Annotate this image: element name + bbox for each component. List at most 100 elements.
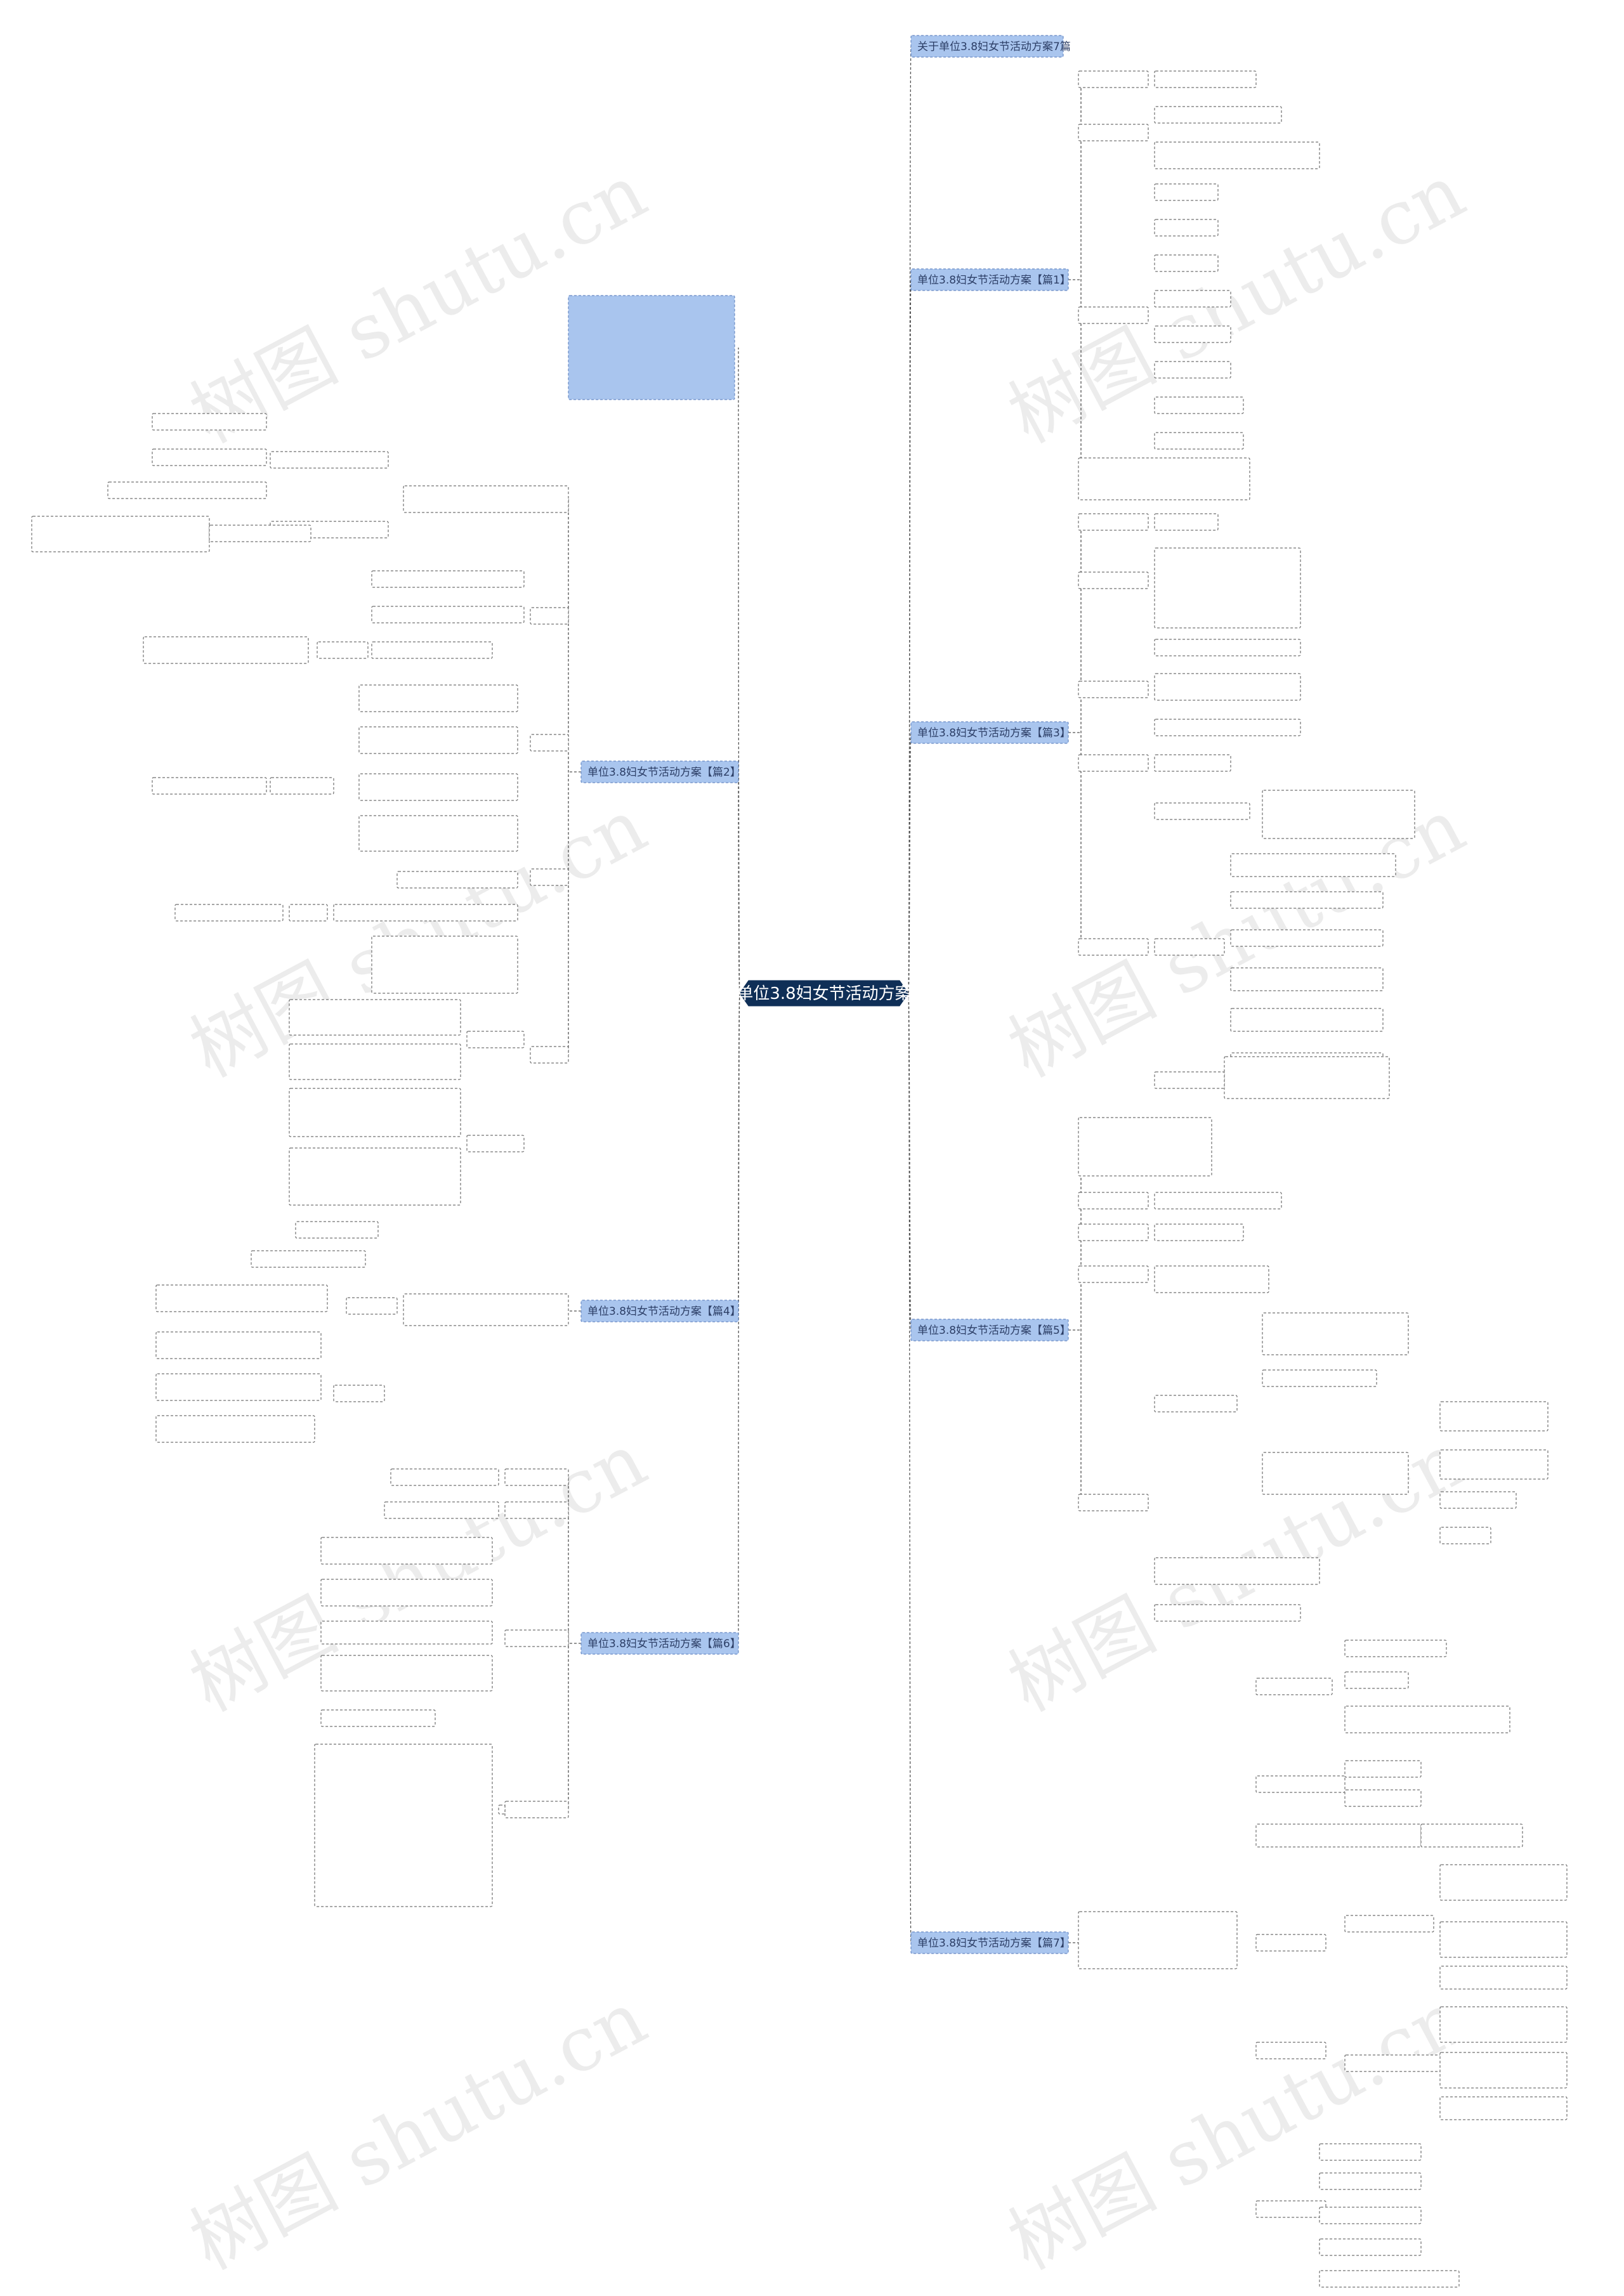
leaf-node[interactable]: [1255, 1934, 1326, 1952]
leaf-node[interactable]: [530, 868, 569, 886]
leaf-node[interactable]: [1344, 1671, 1409, 1689]
branch-node[interactable]: 单位3.8妇女节活动方案【篇2】: [580, 760, 741, 783]
leaf-node[interactable]: [320, 1621, 493, 1645]
leaf-node[interactable]: [320, 1655, 493, 1692]
leaf-node[interactable]: [1439, 1449, 1549, 1480]
leaf-node[interactable]: [289, 999, 461, 1036]
leaf-node[interactable]: [1154, 802, 1250, 820]
leaf-node[interactable]: [1154, 1557, 1320, 1585]
leaf-node[interactable]: [1154, 219, 1219, 237]
leaf-node[interactable]: [371, 606, 525, 623]
leaf-node[interactable]: [403, 485, 569, 513]
leaf-node[interactable]: [155, 1415, 315, 1443]
leaf-node[interactable]: [1154, 1604, 1301, 1622]
branch-node[interactable]: 关于单位3.8妇女节活动方案7篇: [910, 35, 1071, 58]
leaf-node[interactable]: [1230, 1008, 1384, 1032]
leaf-node[interactable]: [530, 1046, 569, 1064]
leaf-node[interactable]: [1230, 891, 1384, 909]
branch-node[interactable]: 单位3.8妇女节活动方案【篇1】: [910, 268, 1071, 291]
leaf-node[interactable]: [1154, 106, 1282, 124]
leaf-node[interactable]: [1154, 938, 1225, 956]
leaf-node[interactable]: [1078, 124, 1149, 141]
leaf-node[interactable]: [1344, 1706, 1510, 1733]
leaf-node[interactable]: [289, 1043, 461, 1080]
leaf-node[interactable]: [1439, 1966, 1568, 1990]
leaf-node[interactable]: [320, 1537, 493, 1565]
leaf-node[interactable]: [1439, 2006, 1568, 2043]
leaf-node[interactable]: [289, 1088, 461, 1137]
leaf-node[interactable]: [1078, 1494, 1149, 1511]
branch-node[interactable]: 单位3.8妇女节活动方案【篇4】: [580, 1300, 741, 1322]
leaf-node[interactable]: [143, 636, 309, 664]
leaf-node[interactable]: [1154, 70, 1257, 88]
leaf-node[interactable]: [358, 726, 518, 754]
leaf-node[interactable]: [1154, 673, 1301, 701]
leaf-node[interactable]: [504, 1801, 569, 1818]
leaf-node[interactable]: [1420, 1823, 1523, 1848]
leaf-node[interactable]: [1319, 2270, 1460, 2288]
branch-node[interactable]: 单位3.8妇女节活动方案【篇3】: [910, 721, 1071, 744]
leaf-node[interactable]: [358, 684, 518, 712]
leaf-node[interactable]: [1078, 938, 1149, 956]
leaf-node[interactable]: [155, 1284, 328, 1312]
leaf-node[interactable]: [466, 1031, 525, 1048]
leaf-node[interactable]: [174, 904, 284, 922]
leaf-node[interactable]: [371, 936, 518, 994]
leaf-node[interactable]: [1439, 2096, 1568, 2120]
leaf-node[interactable]: [530, 607, 569, 625]
leaf-node[interactable]: [295, 1221, 379, 1239]
leaf-node[interactable]: [1319, 2172, 1422, 2190]
leaf-node[interactable]: [504, 1629, 569, 1647]
leaf-node[interactable]: [1154, 639, 1301, 656]
leaf-node[interactable]: [1230, 967, 1384, 991]
leaf-node[interactable]: [1078, 457, 1250, 500]
leaf-node[interactable]: [1319, 2238, 1422, 2256]
leaf-node[interactable]: [1255, 2200, 1326, 2218]
leaf-node[interactable]: [1439, 1527, 1491, 1544]
leaf-node[interactable]: [1255, 1775, 1346, 1793]
leaf-node[interactable]: [333, 904, 518, 922]
leaf-node[interactable]: [1224, 1056, 1390, 1099]
leaf-node[interactable]: [466, 1135, 525, 1152]
leaf-node[interactable]: [314, 1744, 493, 1907]
leaf-node[interactable]: [152, 413, 267, 431]
leaf-node[interactable]: [1262, 1369, 1377, 1387]
leaf-node[interactable]: [251, 1250, 366, 1268]
leaf-node[interactable]: [1154, 361, 1231, 379]
leaf-node[interactable]: [390, 1468, 499, 1486]
leaf-node[interactable]: [1344, 1789, 1422, 1807]
leaf-node[interactable]: [1078, 513, 1149, 531]
center-node[interactable]: 单位3.8妇女节活动方案: [737, 980, 912, 1007]
leaf-node[interactable]: [155, 1331, 322, 1359]
leaf-node[interactable]: [371, 641, 493, 659]
intro-node[interactable]: [568, 295, 735, 400]
leaf-node[interactable]: [403, 1293, 569, 1326]
leaf-node[interactable]: [333, 1385, 385, 1402]
leaf-node[interactable]: [1078, 754, 1149, 772]
leaf-node[interactable]: [1230, 853, 1396, 877]
leaf-node[interactable]: [1262, 1312, 1409, 1355]
leaf-node[interactable]: [530, 734, 569, 752]
leaf-node[interactable]: [1439, 1864, 1568, 1901]
leaf-node[interactable]: [1255, 1823, 1422, 1848]
leaf-node[interactable]: [320, 1709, 436, 1727]
leaf-node[interactable]: [320, 1579, 493, 1607]
leaf-node[interactable]: [1154, 1192, 1282, 1210]
leaf-node[interactable]: [1078, 1911, 1238, 1969]
leaf-node[interactable]: [270, 777, 334, 795]
leaf-node[interactable]: [1078, 681, 1149, 698]
leaf-node[interactable]: [152, 777, 267, 795]
leaf-node[interactable]: [1154, 396, 1244, 414]
leaf-node[interactable]: [152, 448, 267, 466]
leaf-node[interactable]: [317, 641, 369, 659]
leaf-node[interactable]: [358, 773, 518, 801]
leaf-node[interactable]: [1439, 1401, 1549, 1432]
leaf-node[interactable]: [1439, 2052, 1568, 2089]
leaf-node[interactable]: [270, 451, 389, 469]
leaf-node[interactable]: [498, 1804, 506, 1815]
leaf-node[interactable]: [1154, 325, 1231, 343]
leaf-node[interactable]: [1230, 929, 1384, 947]
leaf-node[interactable]: [107, 481, 267, 499]
leaf-node[interactable]: [371, 570, 525, 588]
leaf-node[interactable]: [1078, 1265, 1149, 1283]
